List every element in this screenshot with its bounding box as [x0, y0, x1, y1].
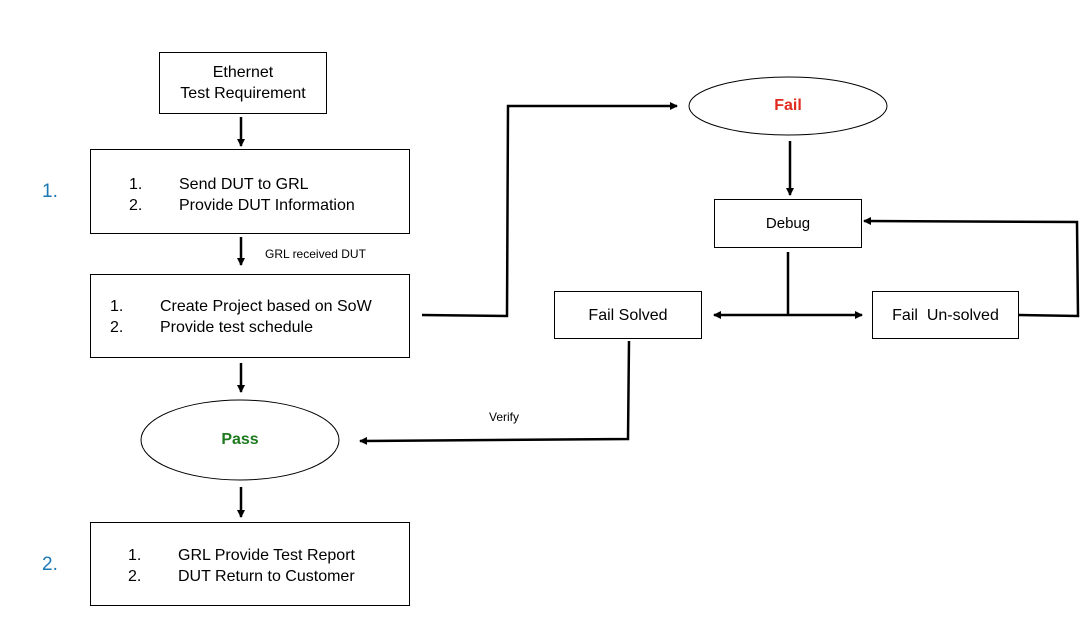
- item-number: 1.: [129, 176, 143, 193]
- fail-ellipse: [688, 76, 888, 136]
- project-box: 1. Create Project based on SoW 2. Provid…: [90, 274, 410, 358]
- fail-label: Fail: [774, 97, 802, 114]
- step1-box: 1. Send DUT to GRL 2. Provide DUT Inform…: [90, 149, 410, 234]
- requirement-line1: Ethernet: [212, 64, 274, 81]
- item-text: Provide test schedule: [160, 319, 313, 336]
- item-text: DUT Return to Customer: [178, 568, 355, 585]
- received-label: GRL received DUT: [265, 247, 366, 261]
- fail-unsolved-box: Fail Un-solved: [872, 291, 1019, 339]
- item-text: Create Project based on SoW: [160, 298, 372, 315]
- debug-box: Debug: [714, 199, 862, 248]
- fail-solved-label: Fail Solved: [588, 306, 668, 324]
- item-number: 1.: [110, 298, 124, 315]
- item-number: 2.: [129, 197, 143, 214]
- verify-label: Verify: [489, 410, 520, 424]
- arrow-project-to-fail: [421, 102, 678, 318]
- arrow-unsolved-to-debug: [863, 217, 1080, 318]
- fail-solved-box: Fail Solved: [554, 291, 702, 339]
- pass-ellipse: [140, 399, 340, 481]
- step1-number: 1.: [42, 181, 58, 202]
- pass-label: Pass: [221, 431, 259, 448]
- step2-box: 1. GRL Provide Test Report 2. DUT Return…: [90, 522, 410, 606]
- item-number: 2.: [110, 319, 124, 336]
- debug-label: Debug: [765, 214, 811, 232]
- step2-number: 2.: [42, 554, 58, 575]
- item-number: 1.: [128, 547, 142, 564]
- requirement-line2: Test Requirement: [180, 85, 306, 102]
- requirement-box: Ethernet Test Requirement: [159, 52, 327, 114]
- fail-unsolved-label: Fail Un-solved: [892, 306, 999, 324]
- item-text: Provide DUT Information: [179, 197, 355, 214]
- item-number: 2.: [128, 568, 142, 585]
- item-text: Send DUT to GRL: [179, 176, 309, 193]
- item-text: GRL Provide Test Report: [178, 547, 355, 564]
- arrow-solved-to-pass: [359, 340, 631, 445]
